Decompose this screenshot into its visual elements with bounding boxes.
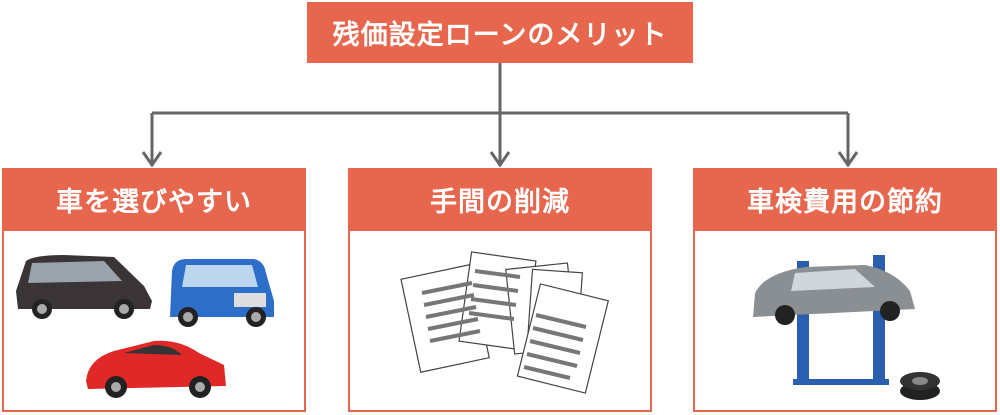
- documents-icon: [400, 251, 610, 394]
- card-effort-reduction: 手間の削減: [348, 168, 652, 412]
- card-title: 手間の削減: [348, 168, 652, 231]
- connector-lines: [141, 63, 859, 168]
- cars-icon: [16, 255, 274, 398]
- card-title: 車検費用の節約: [693, 168, 997, 231]
- arrow-left-icon: [141, 151, 163, 168]
- diagram-title: 残価設定ローンのメリット: [307, 2, 693, 63]
- card-title: 車を選びやすい: [2, 168, 306, 231]
- arrow-center-icon: [489, 151, 511, 168]
- card-inspection-savings: 車検費用の節約: [693, 168, 997, 412]
- car-lift-icon: [753, 255, 940, 400]
- arrow-right-icon: [837, 151, 859, 168]
- card-car-choice: 車を選びやすい: [2, 168, 306, 412]
